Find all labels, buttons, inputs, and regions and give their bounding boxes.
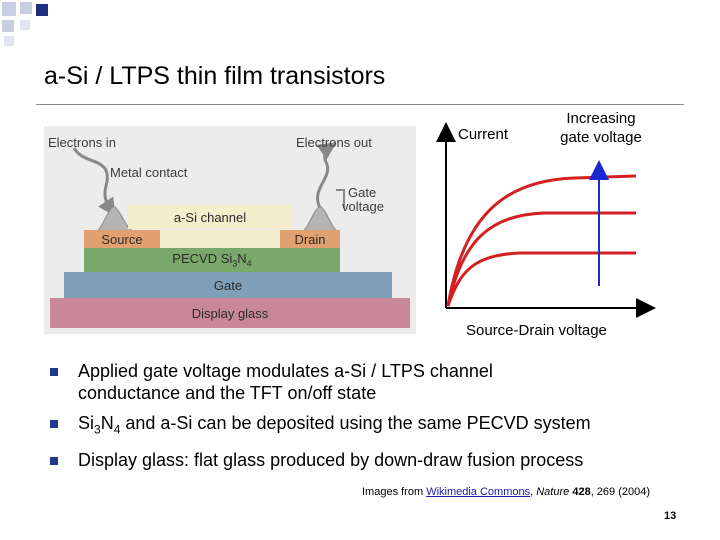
pecvd-label: PECVD Si3N4 [172,251,252,269]
wikimedia-link[interactable]: Wikimedia Commons [426,486,531,498]
drain-layer: Drain [280,230,340,248]
display-glass-layer: Display glass [50,298,410,328]
page-number: 13 [664,510,677,522]
bullet-square-icon [50,420,58,428]
image-credit: Images from Wikimedia Commons, Nature 42… [362,486,651,498]
title-divider [36,104,684,105]
electrons-out-arrow [316,142,337,209]
metal-contact-right [300,205,340,233]
curve-high [446,174,637,307]
pecvd-layer: PECVD Si3N4 [84,248,340,272]
bullet-square-icon [50,368,58,376]
source-layer: Source [84,230,160,248]
tft-diagram: Electrons in Metal contact Electrons out… [44,126,416,334]
bullet-item: Applied gate voltage modulates a-Si / LT… [46,360,686,404]
gate-label: Gate [213,277,243,293]
drain-label: Drain [294,231,326,247]
gate-layer: Gate [64,272,392,298]
bullet-item: Si3N4 and a-Si can be deposited using th… [46,412,686,441]
slide-title: a-Si / LTPS thin film transistors [44,62,386,90]
graph-x-label: Source-Drain voltage [466,322,607,339]
channel-strip [160,230,280,248]
electrons-in-arrow [72,147,116,217]
a-si-channel-layer: a-Si channel [128,205,292,229]
gate-voltage-arrow [336,189,345,208]
electrons-out-label: Electrons out [296,135,372,150]
gate-voltage-label: Gate voltage [342,185,384,214]
electrons-in-label: Electrons in [48,135,116,150]
bullet-item: Display glass: flat glass produced by do… [46,449,686,471]
curve-mid [446,211,636,307]
graph-y-label: Current [458,126,509,143]
source-label: Source [101,231,143,247]
bullet-list: Applied gate voltage modulates a-Si / LT… [46,360,686,479]
display-glass-label: Display glass [191,305,269,321]
metal-contact-label: Metal contact [110,165,188,180]
increasing-gate-voltage-label: Increasing gate voltage [560,110,642,146]
curve-low [446,251,636,307]
a-si-channel-label: a-Si channel [173,209,247,225]
bullet-square-icon [50,456,58,465]
